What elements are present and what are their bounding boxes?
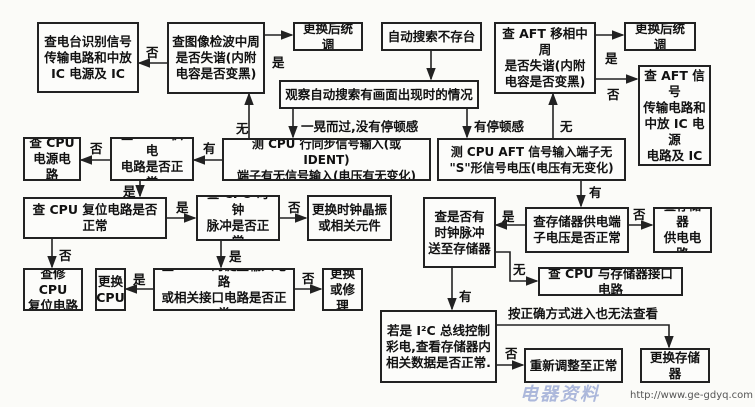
box-replace-crystal: 更换时钟晶振 或相关元件	[307, 195, 392, 241]
label-no: 否	[633, 207, 646, 222]
label-has: 有	[589, 185, 602, 200]
box-check-cpu-memory-interface: 查 CPU 与存储器接口电路	[538, 267, 683, 296]
box-check-cpu-clock: 查 CPU 时钟 脉冲是否正常	[196, 195, 280, 241]
label-yes: 是	[502, 209, 515, 224]
box-replace-and-align-2: 更换后统调	[624, 22, 696, 51]
label-yes: 是	[605, 51, 618, 66]
box-measure-cpu-aft: 测 CPU AFT 信号输入端子无 "S"形信号电压(电压有无变化)	[437, 138, 626, 181]
label-no: 否	[90, 141, 103, 156]
box-check-memory-power-circuit: 查存储器 供电电路	[653, 207, 712, 253]
box-replace-and-align-1: 更换后统调	[293, 22, 363, 51]
box-readjust: 重新调整至正常	[524, 348, 623, 383]
box-check-memory-supply: 查存储器供电端 子电压是否正常	[525, 207, 629, 253]
label-none: 无	[236, 121, 249, 136]
label-yes: 是	[272, 55, 285, 70]
label-yes: 是	[229, 249, 242, 264]
label-yes: 是	[123, 184, 136, 199]
label-no: 否	[607, 87, 620, 102]
box-repair-cpu-reset: 查修 CPU 复位电路	[23, 268, 83, 311]
label-no: 否	[288, 200, 301, 215]
watermark-url: http://www.ge-gdyq.com	[630, 390, 754, 401]
box-check-cpu-reset: 查 CPU 复位电路是否正常	[23, 197, 167, 239]
box-check-cpu-power-circuit: 查 CPU 电源电路	[23, 137, 81, 181]
label-yes: 是	[133, 272, 146, 287]
label-yes: 是	[176, 200, 189, 215]
label-none: 无	[560, 119, 573, 134]
box-replace-memory: 更换存储器	[640, 348, 710, 383]
label-no: 否	[146, 45, 159, 60]
label-has: 有	[203, 141, 216, 156]
label-pause: 有停顿感	[474, 119, 525, 134]
label-has: 有	[459, 289, 472, 304]
box-auto-search-not-store: 自动搜索不存台	[381, 22, 482, 51]
box-check-keyboard-input: 查 CPU 的键盘输入电路 或相关接口电路是否正常	[153, 268, 295, 311]
box-measure-cpu-hsync: 测 CPU 行同步信号输入(或 IDENT) 端子有无信号输入(电压有无变化)	[222, 138, 431, 181]
box-check-aft-coil: 查 AFT 移相中周 是否失谐(内附 电容是否变黑)	[494, 22, 596, 94]
label-none: 无	[513, 262, 526, 277]
watermark-logo: 电器资料	[520, 384, 600, 405]
box-check-memory-clock: 查是否有 时钟脉冲 送至存储器	[423, 197, 496, 268]
box-check-i2c-memory-data: 若是 I²C 总线控制 彩电,查看存储器内 相关数据是否正常.	[380, 310, 497, 383]
label-no: 否	[302, 271, 315, 286]
box-check-station-id-signal: 查电台识别信号 传输电路和中放 IC 电源及 IC	[37, 22, 139, 93]
label-flash-past: 一晃而过,没有停顿感	[301, 119, 419, 134]
box-check-cpu-supply: 查 CPU 供电 电路是否正常	[110, 137, 194, 181]
box-observe-auto-search: 观察自动搜索有画面出现时的情况	[279, 80, 479, 109]
box-check-aft-signal-path: 查 AFT 信号 传输电路和 中放 IC 电源 电路及 IC	[638, 65, 711, 166]
box-replace-or-repair: 更换 或修理	[322, 268, 363, 311]
label-no: 否	[59, 248, 72, 263]
box-replace-cpu: 更换 CPU	[95, 268, 126, 311]
label-no: 否	[505, 346, 518, 361]
label-cannot-view: 按正确方式进入也无法查看	[508, 306, 659, 321]
box-check-video-detector-coil: 查图像检波中周 是否失谐(内附 电容是否变黑)	[167, 22, 265, 94]
